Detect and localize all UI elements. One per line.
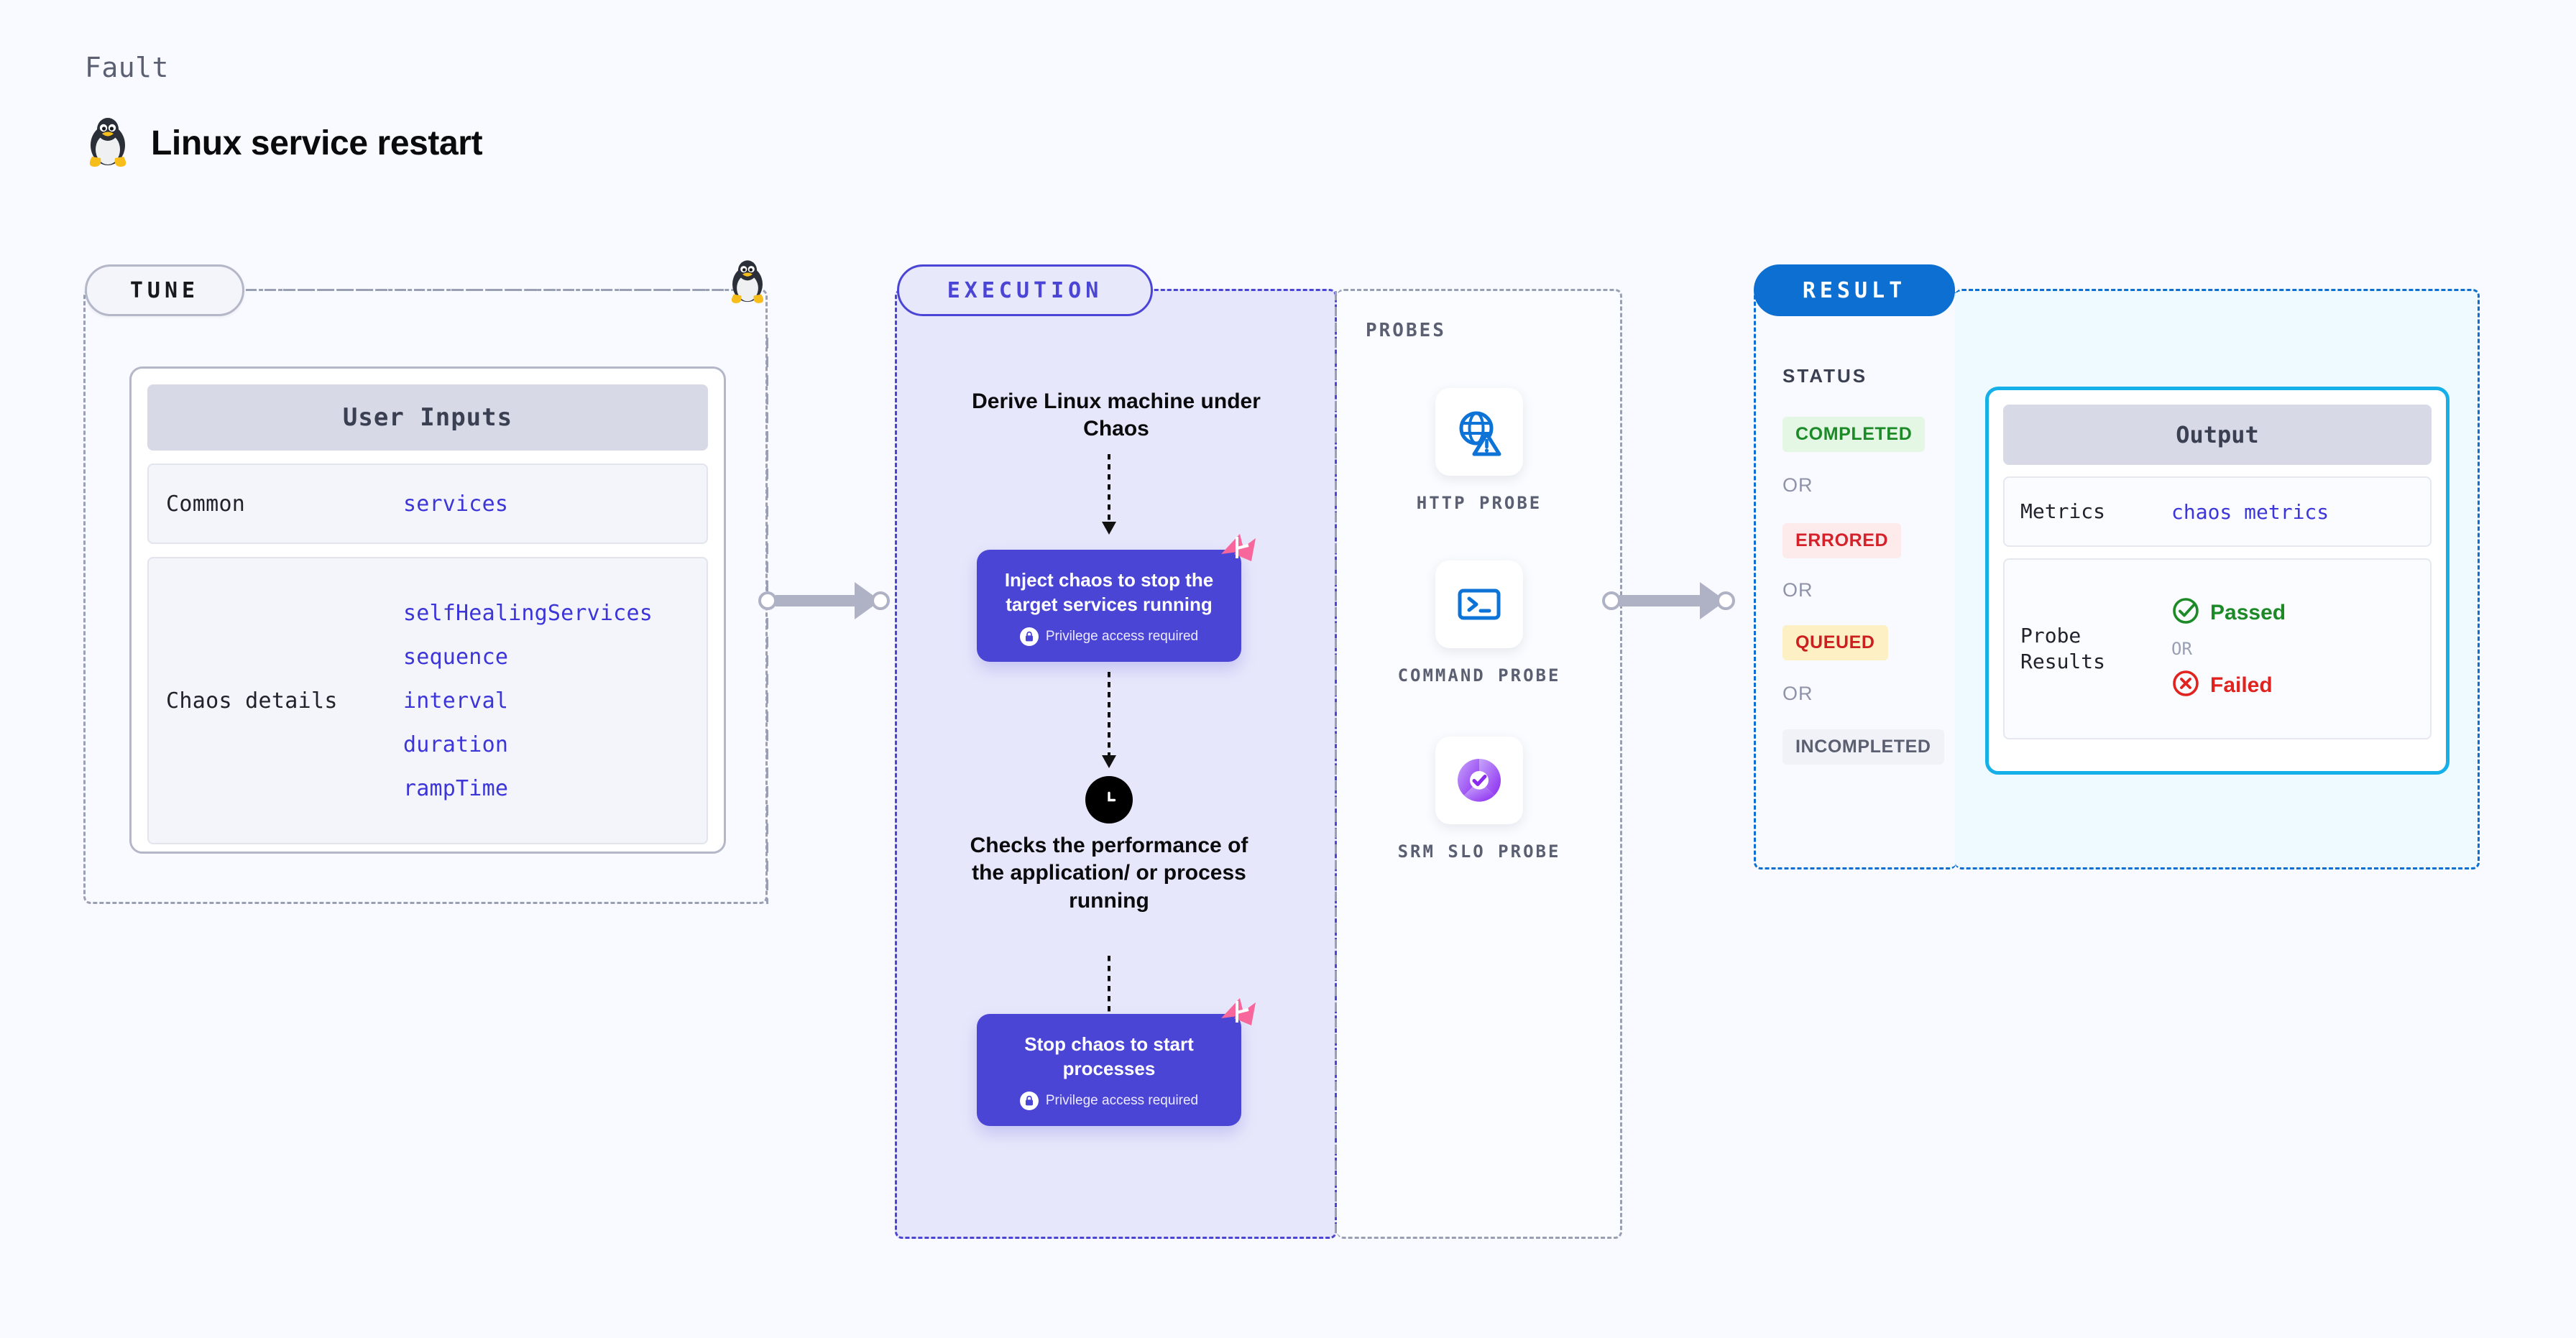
flow-arrow-2 bbox=[1102, 672, 1116, 768]
status-badge-incompleted: INCOMPLETED bbox=[1782, 729, 1944, 765]
tune-param[interactable]: sequence bbox=[403, 644, 509, 670]
user-inputs-card: User Inputs Common services Chaos detail… bbox=[129, 366, 726, 854]
status-or-label: OR bbox=[1782, 683, 1813, 704]
probes-title: PROBES bbox=[1366, 320, 1446, 341]
execution-step-derive-title: Derive Linux machine under Chaos bbox=[972, 389, 1261, 441]
probe-command[interactable]: COMMAND PROBE bbox=[1386, 560, 1573, 687]
node-badge-label: Privilege access required bbox=[1045, 628, 1199, 644]
probe-srm-slo[interactable]: SRM SLO PROBE bbox=[1386, 737, 1573, 863]
probe-result-failed: Failed bbox=[2171, 669, 2286, 701]
tune-section-label: Chaos details bbox=[166, 688, 338, 714]
tune-param[interactable]: services bbox=[403, 491, 509, 517]
globe-warning-icon bbox=[1435, 388, 1523, 476]
execution-node-stop-chaos[interactable]: Stop chaos to start processes Privilege … bbox=[977, 998, 1256, 1126]
check-circle-icon bbox=[2171, 596, 2200, 629]
tune-section-chaos-details: Chaos details selfHealingServices sequen… bbox=[147, 557, 708, 844]
status-badge-completed: COMPLETED bbox=[1782, 417, 1926, 452]
result-stage-label[interactable]: RESULT bbox=[1754, 264, 1955, 316]
probe-result-or-label: OR bbox=[2171, 639, 2192, 659]
execution-step-check-title: Checks the performance of the applicatio… bbox=[970, 834, 1248, 913]
node-title: Stop chaos to start processes bbox=[1024, 1033, 1194, 1079]
probe-result-passed: Passed bbox=[2171, 596, 2286, 629]
connector-tune-to-execution bbox=[758, 582, 890, 619]
status-badge-errored: ERRORED bbox=[1782, 523, 1902, 558]
slo-check-icon bbox=[1435, 737, 1523, 824]
node-title: Inject chaos to stop the target services… bbox=[1004, 569, 1214, 615]
terminal-icon bbox=[1435, 560, 1523, 648]
x-circle-icon bbox=[2171, 669, 2200, 701]
page-title: Linux service restart bbox=[151, 124, 483, 162]
probe-result-passed-label: Passed bbox=[2210, 600, 2286, 624]
node-privilege-badge: Privilege access required bbox=[991, 627, 1227, 646]
output-card: Output Metrics chaos metrics Probe Resul… bbox=[1985, 387, 2450, 775]
tune-dashed-connector bbox=[246, 289, 742, 291]
probe-label: HTTP PROBE bbox=[1416, 493, 1542, 513]
output-row-probe-results: Probe Results Passed OR bbox=[2003, 558, 2432, 739]
tune-dashed-vertical bbox=[766, 338, 768, 904]
output-metrics-value[interactable]: chaos metrics bbox=[2171, 499, 2329, 524]
execution-node-inject-chaos[interactable]: Inject chaos to stop the target services… bbox=[977, 534, 1256, 662]
output-title: Output bbox=[2003, 405, 2432, 465]
tune-param[interactable]: selfHealingServices bbox=[403, 600, 653, 626]
linux-target-icon bbox=[727, 259, 768, 310]
probe-result-failed-label: Failed bbox=[2210, 673, 2273, 697]
clock-icon bbox=[1085, 776, 1133, 823]
tune-stage-label[interactable]: TUNE bbox=[85, 264, 244, 316]
user-inputs-title: User Inputs bbox=[147, 384, 708, 451]
connector-execution-to-result bbox=[1602, 582, 1735, 619]
output-row-metrics: Metrics chaos metrics bbox=[2003, 476, 2432, 547]
tune-section-label: Common bbox=[166, 491, 246, 517]
probe-label: COMMAND PROBE bbox=[1397, 665, 1561, 686]
probe-label: SRM SLO PROBE bbox=[1397, 841, 1561, 862]
flow-arrow-1 bbox=[1102, 454, 1116, 535]
tune-section-common: Common services bbox=[147, 463, 708, 544]
linux-penguin-icon bbox=[85, 116, 131, 170]
probe-http[interactable]: HTTP PROBE bbox=[1386, 388, 1573, 515]
output-probe-results-label: Probe Results bbox=[2020, 624, 2106, 673]
execution-stage-label[interactable]: EXECUTION bbox=[897, 264, 1153, 316]
harness-logo-icon bbox=[1215, 997, 1260, 1041]
node-privilege-badge: Privilege access required bbox=[991, 1091, 1227, 1110]
page-eyebrow: Fault bbox=[85, 52, 169, 83]
harness-logo-icon bbox=[1215, 532, 1260, 576]
status-title: STATUS bbox=[1782, 365, 1868, 387]
status-badge-queued: QUEUED bbox=[1782, 625, 1888, 660]
page-title-row: Linux service restart bbox=[85, 116, 483, 170]
tune-param[interactable]: duration bbox=[403, 732, 509, 757]
status-or-label: OR bbox=[1782, 474, 1813, 496]
lock-icon bbox=[1019, 1091, 1039, 1110]
status-or-label: OR bbox=[1782, 579, 1813, 601]
tune-param[interactable]: rampTime bbox=[403, 775, 509, 801]
output-metrics-label: Metrics bbox=[2020, 499, 2106, 524]
node-badge-label: Privilege access required bbox=[1045, 1092, 1199, 1108]
lock-icon bbox=[1019, 627, 1039, 646]
tune-param[interactable]: interval bbox=[403, 688, 509, 714]
